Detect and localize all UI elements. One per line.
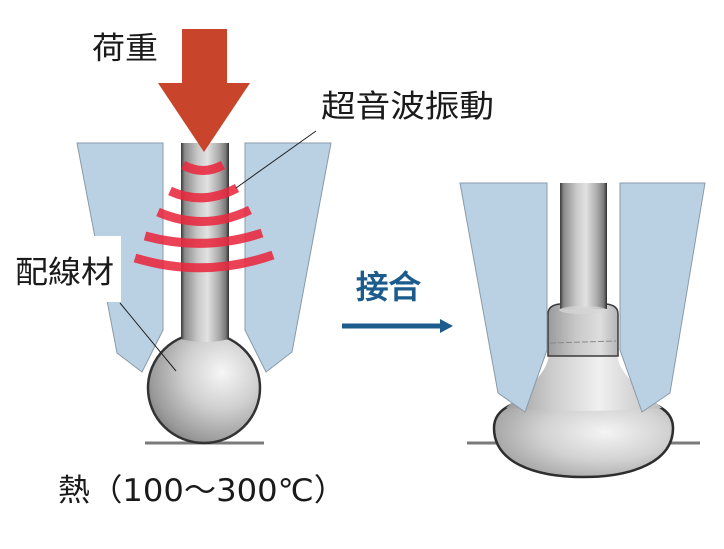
bonded-cone xyxy=(506,352,662,411)
load-label: 荷重 xyxy=(92,31,158,67)
wave-arc xyxy=(168,183,240,203)
wire-label-backdrop xyxy=(0,236,121,302)
wave-arc xyxy=(133,250,275,273)
free-air-ball xyxy=(146,331,262,445)
collar-seam xyxy=(549,340,617,344)
wire-neck xyxy=(181,330,229,342)
wire-label: 配線材 xyxy=(15,255,114,291)
wire-leader-line xyxy=(119,302,177,372)
wire xyxy=(560,183,607,309)
collar-top xyxy=(559,306,607,314)
ultrasonic-waves xyxy=(133,160,275,273)
right-arrow-head xyxy=(440,319,453,333)
load-arrow-icon xyxy=(158,29,250,152)
capillary-right-half xyxy=(244,142,332,373)
wave-arc xyxy=(143,228,264,248)
wave-arc xyxy=(180,160,226,175)
wave-arc xyxy=(156,205,252,226)
capillary-left-half xyxy=(459,182,548,413)
process-arrow xyxy=(342,319,453,333)
vibration-leader-line xyxy=(235,130,317,189)
before-bonding-group xyxy=(0,29,332,445)
after-bonding-group xyxy=(459,182,706,479)
capillary-right-half xyxy=(619,182,706,413)
heat-label: 熱（100〜300℃） xyxy=(58,473,346,509)
bonding-label: 接合 xyxy=(356,268,421,306)
ultrasonic-vibration-label: 超音波振動 xyxy=(321,89,494,125)
